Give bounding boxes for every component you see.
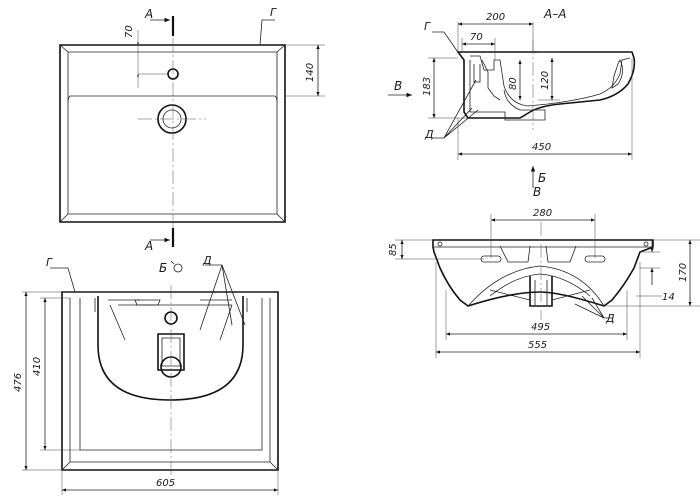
- dim-sect-120: 120: [540, 71, 551, 90]
- dim-sect-80: 80: [508, 77, 519, 90]
- side-view: 280 85 170 14 495 555 Д: [388, 208, 700, 358]
- top-view: А А 70 140 Г: [59, 6, 325, 253]
- dim-top-70: 70: [124, 25, 135, 38]
- dim-front-605: 605: [156, 478, 175, 489]
- dim-sect-183: 183: [422, 77, 433, 96]
- view-b-circle-icon: [173, 263, 183, 273]
- dim-top-140: 140: [305, 63, 316, 82]
- dim-side-280: 280: [533, 208, 552, 219]
- dim-sect-450: 450: [532, 142, 551, 153]
- view-b-arrow-label: Б: [538, 171, 546, 185]
- leader-d-sect: Д: [424, 128, 434, 141]
- section-a-a: А–А 200 70 183 80 120 450 Г: [388, 7, 636, 199]
- view-b-label: Б: [159, 261, 167, 275]
- leader-g-front: Г: [46, 256, 53, 269]
- view-v-side-label: В: [394, 79, 402, 93]
- dim-side-170: 170: [678, 263, 689, 282]
- leader-d-side: Д: [605, 312, 615, 325]
- dim-side-555: 555: [528, 340, 547, 351]
- front-view: Д Г Б 476 410 605: [13, 254, 279, 495]
- dim-front-476: 476: [13, 373, 24, 392]
- leader-g-sect: Г: [424, 20, 431, 33]
- leader-d-front: Д: [202, 254, 212, 267]
- view-v-label: В: [533, 185, 541, 199]
- dim-side-495: 495: [531, 322, 550, 333]
- leader-g-top: Г: [270, 6, 277, 19]
- dim-side-85: 85: [388, 243, 399, 256]
- dim-sect-200: 200: [486, 12, 505, 23]
- dim-front-410: 410: [32, 357, 43, 376]
- dim-sect-70: 70: [470, 32, 483, 43]
- mounting-slot-left-icon: [480, 255, 502, 263]
- dim-side-14: 14: [662, 292, 675, 303]
- section-a-top-label: А: [144, 7, 153, 21]
- section-a-bottom-label: А: [144, 239, 153, 253]
- section-title: А–А: [543, 7, 566, 21]
- mounting-slot-right-icon: [584, 255, 606, 263]
